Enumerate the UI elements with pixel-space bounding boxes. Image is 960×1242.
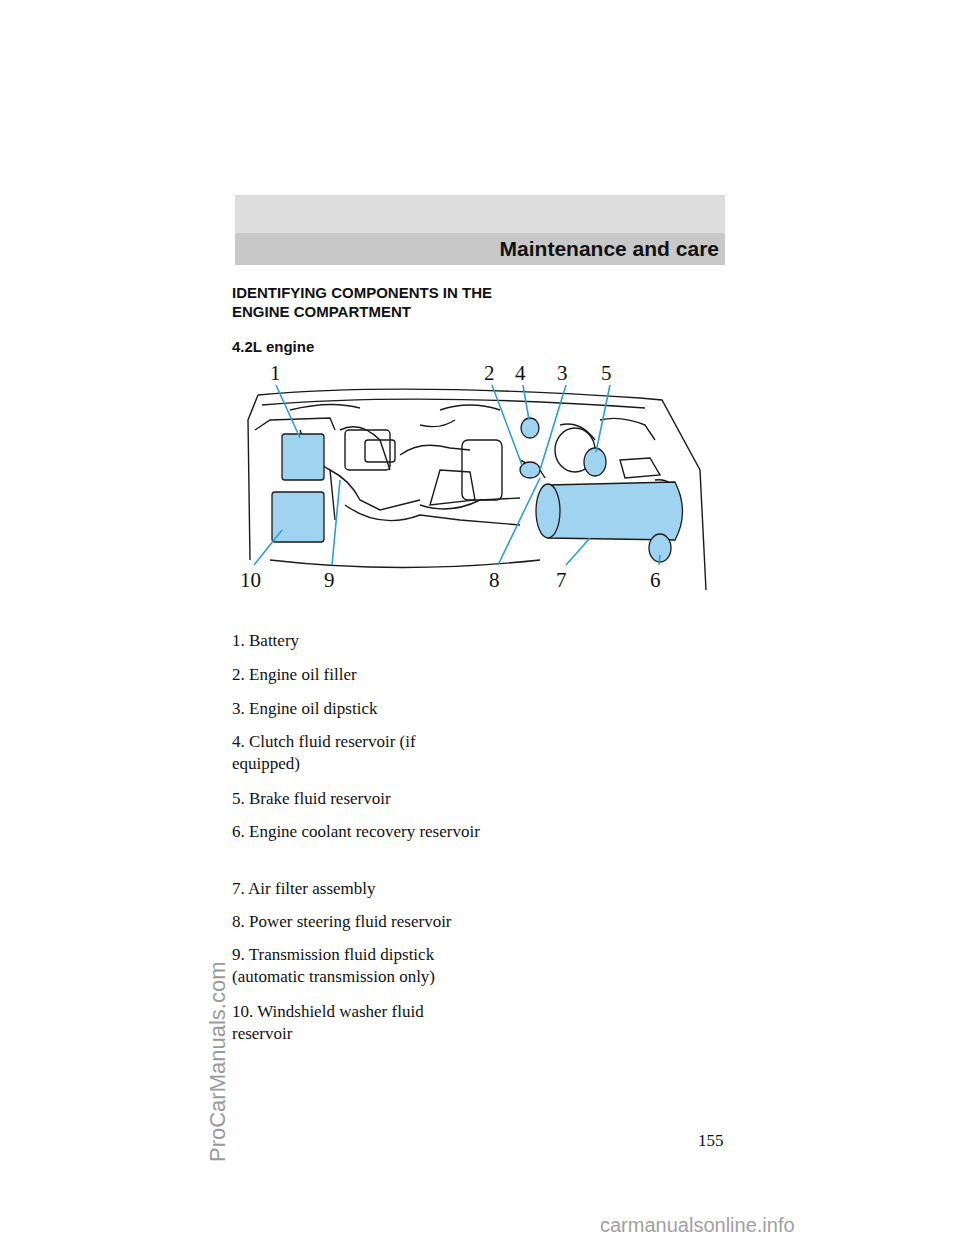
component-list-item: 5. Brake fluid reservoir: [232, 788, 482, 810]
component-list-item: 7. Air filter assembly: [232, 878, 482, 900]
leader-lines: [254, 385, 660, 565]
callout-number: 1: [270, 360, 281, 387]
component-list-item: 3. Engine oil dipstick: [232, 698, 482, 720]
component-list-item: 1. Battery: [232, 630, 482, 652]
callout-number: 8: [489, 567, 500, 594]
section-heading: IDENTIFYING COMPONENTS IN THE ENGINE COM…: [232, 283, 522, 321]
callout-number: 9: [324, 567, 335, 594]
callout-number: 6: [650, 567, 661, 594]
component-list-item: 4. Clutch fluid reservoir (if equipped): [232, 731, 482, 775]
callout-number: 4: [515, 360, 526, 387]
header-text: Maintenance and care: [500, 237, 719, 261]
callout-number: 5: [601, 360, 612, 387]
callout-number: 3: [557, 360, 568, 387]
header-band: [235, 233, 725, 265]
header-band-top: [235, 195, 725, 233]
component-list-item: 8. Power steering fluid reservoir: [232, 911, 482, 933]
engine-bay: [248, 389, 706, 590]
callout-number: 10: [240, 567, 261, 594]
header-band: Maintenance and care: [235, 233, 725, 265]
component-list-item: 9. Transmission fluid dipstick (automati…: [232, 944, 482, 988]
watermark: ProCarManuals.com: [204, 961, 233, 1162]
component-list-item: 2. Engine oil filler: [232, 664, 482, 686]
component-list-item: 6. Engine coolant recovery reservoir: [232, 821, 482, 843]
callout-number: 7: [556, 567, 567, 594]
page-number: 155: [698, 1130, 724, 1152]
component-list-item: 10. Windshield washer fluid reservoir: [232, 1001, 482, 1045]
watermark: carmanualsonline.info: [600, 1212, 795, 1238]
engine-subheading: 4.2L engine: [232, 337, 314, 357]
callout-number: 2: [484, 360, 495, 387]
